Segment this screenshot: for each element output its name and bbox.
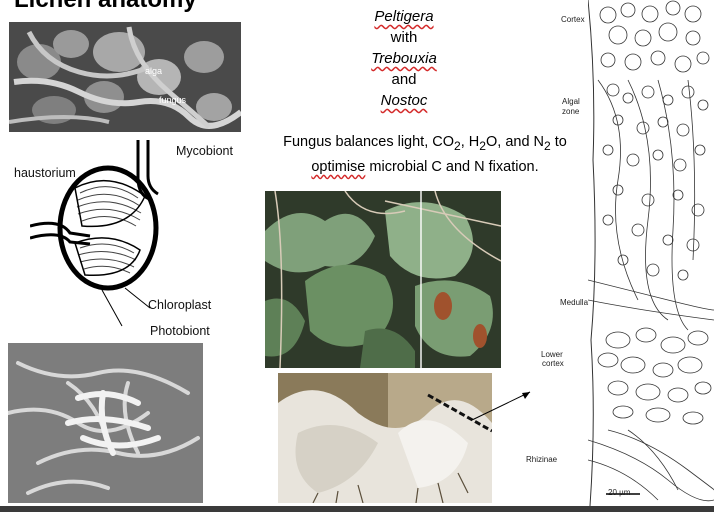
desc-sub: 2: [544, 138, 551, 153]
nostoc-text: Nostoc: [380, 92, 428, 109]
desc-part: Fungus balances light, CO: [283, 134, 455, 150]
cortex-label: Cortex: [561, 15, 585, 24]
peltigera-text: Peltigera: [374, 8, 434, 25]
fungus-label: fungus: [159, 95, 187, 105]
scale-label: 20 µm: [608, 488, 631, 497]
description: Fungus balances light, CO2, H2O, and N2 …: [264, 132, 586, 178]
slide-title: Lichen anatomy: [14, 0, 197, 14]
algal-label: Algal: [562, 97, 580, 106]
mycobiont-label: Mycobiont: [176, 144, 233, 158]
peltigera-photo: [265, 191, 501, 368]
lichen-cross-section: [588, 0, 714, 506]
chloroplast-label: Chloroplast: [148, 298, 212, 312]
rhizinae-label: Rhizinae: [526, 455, 558, 464]
lower-cortex-label: cortex: [542, 359, 564, 368]
zone-label: zone: [562, 107, 580, 116]
desc-part: microbial C and N fixation.: [365, 158, 539, 175]
description-line-1: Fungus balances light, CO2, H2O, and N2 …: [264, 132, 586, 157]
desc-sub: 2: [479, 138, 486, 153]
species-block: Peltigera with Trebouxia and Nostoc: [304, 6, 504, 111]
trebouxia-text: Trebouxia: [371, 50, 437, 67]
desc-sub: 2: [454, 138, 461, 153]
and-text: and: [391, 71, 417, 88]
desc-part: O, and N: [485, 134, 545, 150]
desc-part: optimise: [311, 158, 366, 175]
arrow-icon: [471, 391, 531, 421]
lower-label: Lower: [541, 350, 563, 359]
sem-image-hyphae: [8, 343, 203, 503]
alga-label: alga: [145, 66, 163, 76]
desc-part: to: [550, 134, 567, 150]
haustorium-label: haustorium: [14, 166, 76, 180]
photobiont-label: Photobiont: [150, 324, 210, 338]
with-text: with: [390, 29, 418, 46]
sem-image-alga-fungus: alga fungus: [9, 22, 241, 132]
desc-part: , H: [460, 134, 480, 150]
medulla-label: Medulla: [560, 298, 589, 307]
rhizinae-photo: [278, 373, 492, 503]
haustorium-diagram: [30, 138, 170, 338]
description-line-2: optimise microbial C and N fixation.: [264, 157, 586, 178]
